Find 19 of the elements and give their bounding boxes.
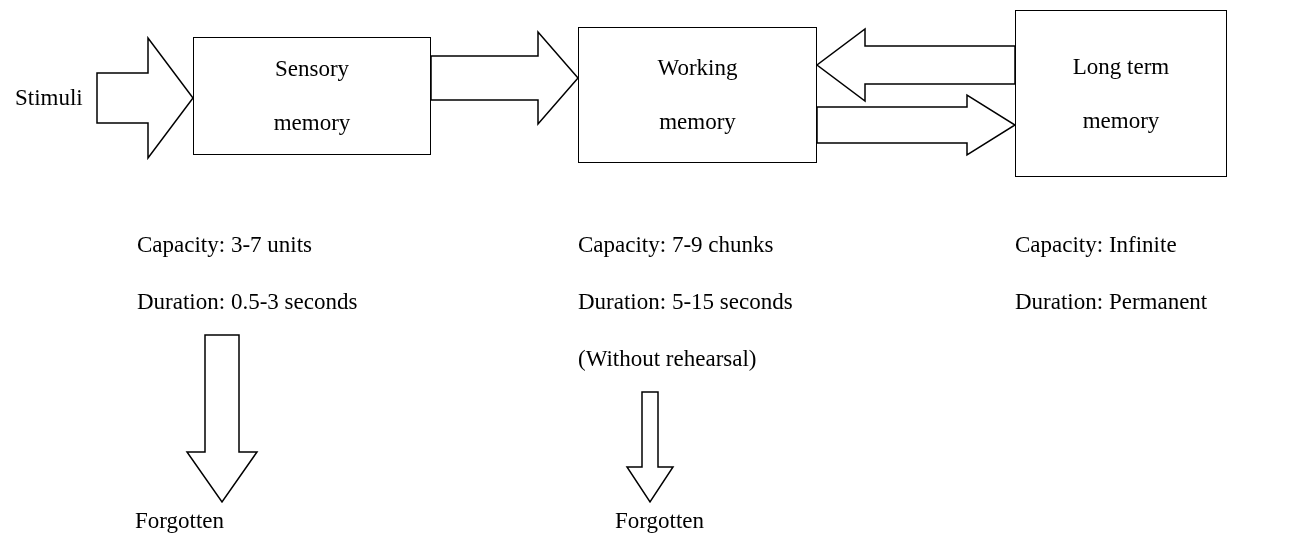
note-text: Duration: 5-15 seconds — [578, 290, 793, 314]
block-arrow — [625, 391, 675, 504]
note-text: Capacity: 3-7 units — [137, 233, 313, 257]
block-arrow — [816, 93, 1017, 157]
node-label: Stimuli — [15, 84, 97, 112]
note-text: Capacity: 7-9 chunks — [578, 233, 774, 257]
note-text: Duration: Permanent — [1015, 290, 1208, 314]
box-label: Long term memory — [1071, 52, 1171, 135]
block-arrow — [815, 27, 1016, 103]
box-label: Working memory — [656, 54, 739, 136]
note-text: Capacity: Infinite — [1015, 233, 1177, 257]
node-label: Forgotten — [135, 506, 235, 536]
note-text: Duration: 0.5-3 seconds — [137, 290, 358, 314]
node-label: Forgotten — [615, 506, 715, 536]
box-label: Sensory memory — [272, 55, 352, 137]
note-text: (Without rehearsal) — [578, 347, 757, 371]
block-arrow — [96, 35, 194, 161]
block-arrow — [430, 30, 579, 126]
block-arrow — [185, 334, 259, 504]
